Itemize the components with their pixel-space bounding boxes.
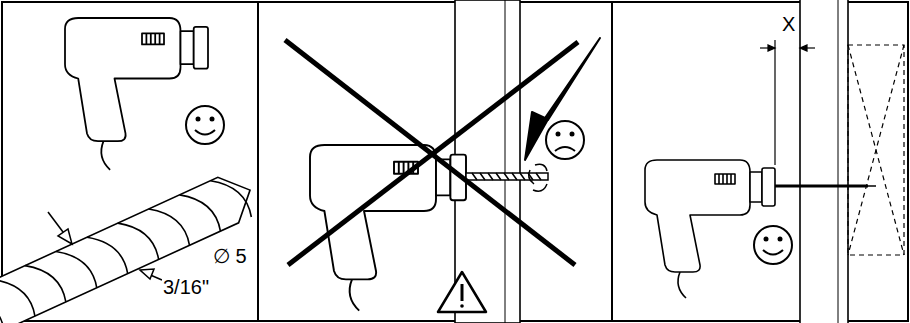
bit-flute — [211, 171, 253, 226]
diameter-label: ∅ 5 — [212, 246, 248, 266]
bit-flute — [180, 185, 222, 240]
bit-flute — [87, 227, 129, 282]
bit-flute — [25, 256, 67, 311]
dimension-label: X — [781, 14, 796, 34]
inch-size-label: 3/16" — [162, 277, 210, 297]
bit-flute — [118, 213, 160, 268]
bit-flute — [149, 199, 191, 254]
bit-flute — [56, 242, 98, 297]
bit-flute — [0, 270, 36, 323]
bit-flute — [0, 284, 6, 323]
